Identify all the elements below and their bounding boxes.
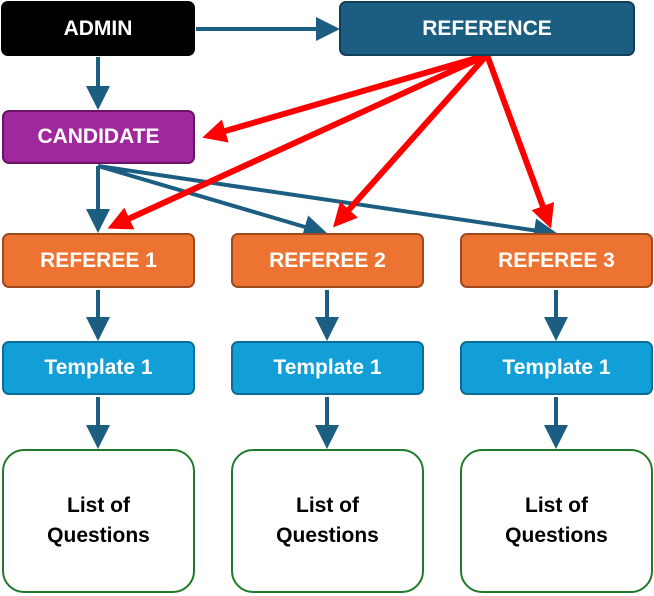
reference-label: REFERENCE xyxy=(422,16,552,40)
questions-1-label: List of Questions xyxy=(47,494,150,547)
referee-3-node: REFEREE 3 xyxy=(460,233,653,288)
template-1-node: Template 1 xyxy=(2,341,195,395)
questions-3-node: List of Questions xyxy=(460,449,653,593)
reference-node: REFERENCE xyxy=(339,1,635,56)
referee-2-node: REFEREE 2 xyxy=(231,233,424,288)
arrow-candidate-to-referee-2 xyxy=(97,164,328,239)
admin-node: ADMIN xyxy=(1,1,195,56)
arrow-reference-to-candidate xyxy=(202,52,488,143)
template-3-node: Template 1 xyxy=(460,341,653,395)
referee-2-label: REFEREE 2 xyxy=(269,248,386,272)
template-2-label: Template 1 xyxy=(273,356,382,379)
arrow-reference-to-referee-1 xyxy=(107,52,489,230)
referee-3-label: REFEREE 3 xyxy=(498,248,615,272)
referee-1-node: REFEREE 1 xyxy=(2,233,195,288)
referee-1-label: REFEREE 1 xyxy=(40,248,157,272)
arrow-reference-to-referee-3 xyxy=(484,53,555,229)
admin-label: ADMIN xyxy=(63,16,133,40)
template-1-label: Template 1 xyxy=(44,356,153,379)
candidate-node: CANDIDATE xyxy=(2,110,195,164)
questions-3-label: List of Questions xyxy=(505,494,608,547)
arrow-candidate-to-referee-3 xyxy=(97,164,558,243)
questions-1-node: List of Questions xyxy=(2,449,195,593)
arrow-reference-to-referee-2 xyxy=(333,53,490,228)
candidate-label: CANDIDATE xyxy=(37,125,160,148)
questions-2-label: List of Questions xyxy=(276,494,379,547)
questions-2-node: List of Questions xyxy=(231,449,424,593)
template-3-label: Template 1 xyxy=(502,356,611,379)
template-2-node: Template 1 xyxy=(231,341,424,395)
